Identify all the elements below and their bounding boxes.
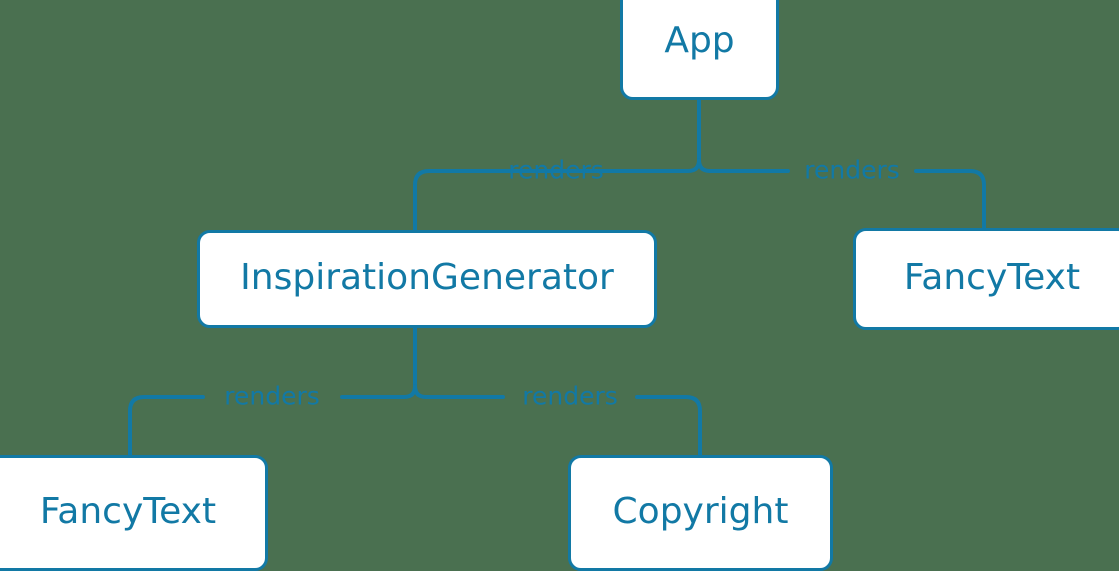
node-fancytext-right[interactable]: FancyText — [853, 228, 1119, 330]
node-fancytext-right-label: FancyText — [903, 257, 1081, 298]
node-inspiration-generator[interactable]: InspirationGenerator — [197, 230, 657, 328]
edge-inspirationgenerator-to-fancytext-bottom — [128, 395, 205, 457]
edge-label-app-to-fancytext-right: renders — [804, 155, 900, 185]
node-fancytext-bottom[interactable]: FancyText — [0, 455, 268, 571]
edge-inspirationgenerator-junction-right — [413, 384, 505, 399]
node-app[interactable]: App — [620, 0, 779, 100]
node-copyright-label: Copyright — [612, 491, 789, 532]
edge-app-to-fancytext-right — [914, 169, 986, 230]
edge-app-junction-right — [697, 158, 790, 173]
edge-label-app-to-inspiration-generator: renders — [508, 155, 604, 185]
edge-label-inspiration-generator-to-fancytext-bottom: renders — [224, 381, 320, 411]
node-fancytext-bottom-label: FancyText — [39, 491, 217, 532]
node-copyright[interactable]: Copyright — [568, 455, 833, 571]
edge-label-inspiration-generator-to-copyright: renders — [522, 381, 618, 411]
edge-inspirationgenerator-junction-left — [340, 384, 417, 399]
node-inspiration-generator-label: InspirationGenerator — [240, 257, 614, 298]
edge-app-to-inspirationgenerator — [413, 169, 614, 232]
edge-inspirationgenerator-to-copyright — [635, 395, 702, 457]
node-app-label: App — [664, 20, 735, 61]
